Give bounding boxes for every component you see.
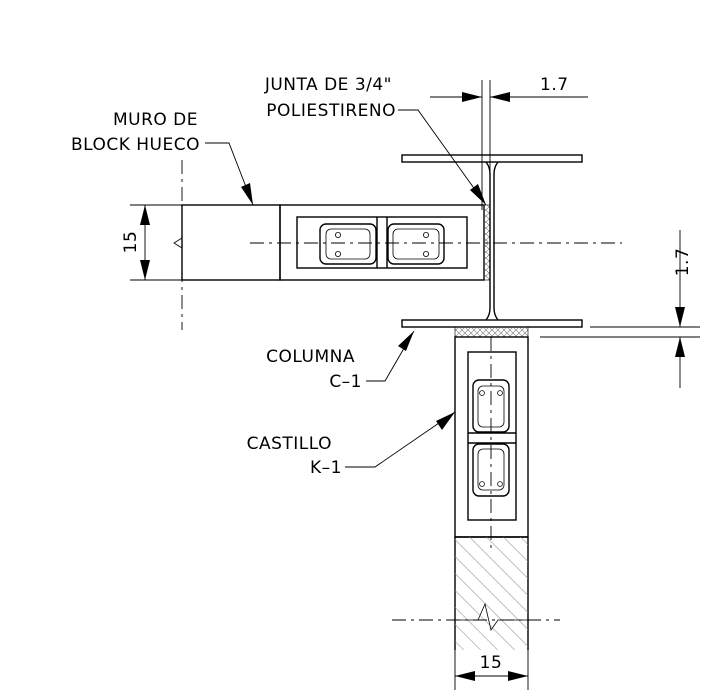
label-junta-line2: POLIESTIRENO [266,101,396,121]
left-rebar-stirrup-a [319,223,377,265]
left-castillo [279,204,485,281]
bottom-rebar-stirrup-b [472,443,510,497]
center-lines [181,160,622,621]
label-muro-line1: MURO DE [113,110,198,130]
label-castillo-line2: K–1 [310,458,342,478]
leader-junta [398,109,487,206]
left-rebar-stirrup-b [387,223,445,265]
label-columna-line2: C–1 [329,372,362,392]
dimension-bottom-wall [454,650,529,690]
polystyrene-joint-horizontal [454,326,529,338]
dimension-bottom-wall-value: 15 [480,653,503,673]
label-castillo-line1: CASTILLO [247,434,332,454]
dimension-right-gap [540,230,700,388]
left-wall-break-symbol [173,232,183,262]
leader-castillo [345,411,456,468]
steel-column-c1 [401,154,583,328]
bottom-castillo [454,336,529,538]
leader-columna [366,330,415,382]
dimension-left-wall-value: 15 [121,231,141,254]
label-muro-line2: BLOCK HUECO [71,135,200,155]
polystyrene-joint-vertical [483,204,491,281]
dimension-top-gap-value: 1.7 [540,75,569,95]
bottom-block-wall [454,536,529,650]
dimension-left-wall [130,204,182,281]
leader-muro [205,142,254,206]
left-block-wall [173,204,281,281]
dimension-right-gap-value: 1.7 [673,248,693,277]
label-columna-line1: COLUMNA [266,347,355,367]
dimension-top-gap [430,80,588,210]
label-junta-line1: JUNTA DE 3/4" [264,75,392,95]
